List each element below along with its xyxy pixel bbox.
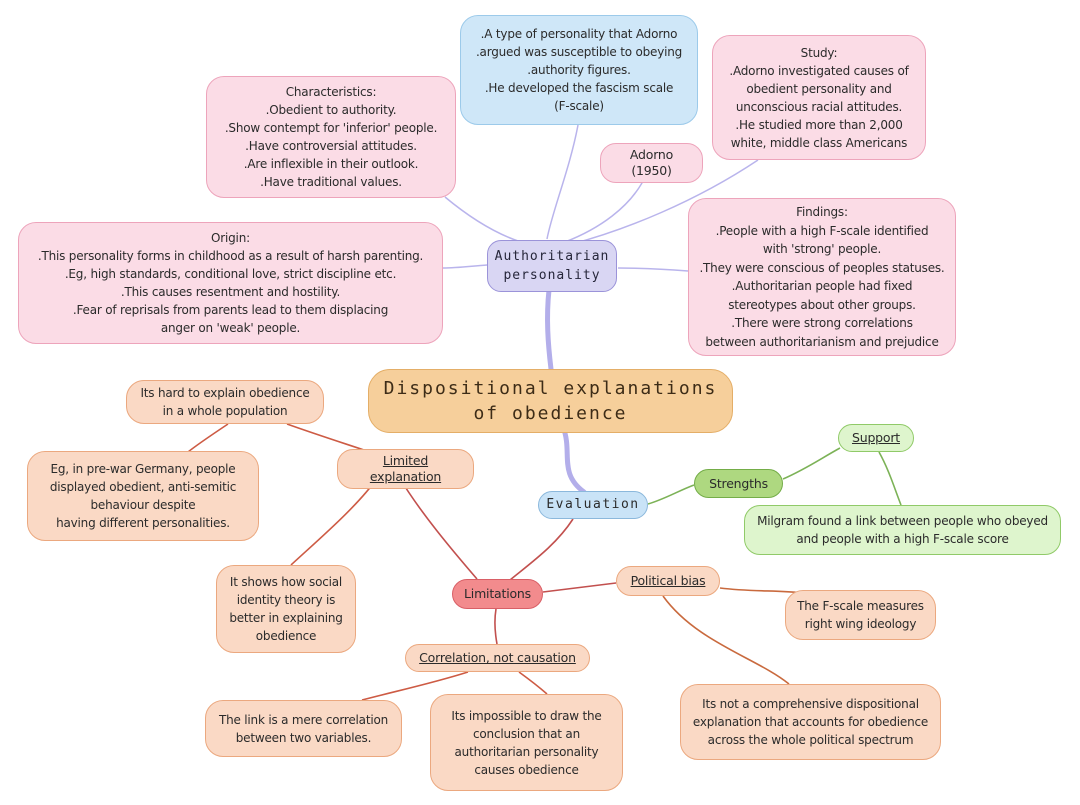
correlation-not-causation-node[interactable]: Correlation, not causation	[405, 644, 590, 672]
authoritarian-personality-node[interactable]: Authoritarian personality	[487, 240, 617, 292]
its-hard-to-explain-node[interactable]: Its hard to explain obedience in a whole…	[126, 380, 324, 424]
wire-political-fscale	[719, 587, 804, 594]
wire-itshard-limited	[286, 423, 365, 451]
wire-title-evaluation	[560, 424, 587, 495]
wire-correlation-impossible	[518, 671, 548, 695]
not-comprehensive-node[interactable]: Its not a comprehensive dispositional ex…	[680, 684, 941, 760]
wire-origin-authoritarian	[442, 264, 488, 269]
wire-limited-itshows	[290, 476, 379, 566]
limitations-node[interactable]: Limitations	[452, 579, 543, 609]
adorno-1950-node[interactable]: Adorno (1950)	[600, 143, 703, 183]
wire-evaluation-limitations	[509, 518, 574, 581]
wire-adorno-desc-authoritarian	[546, 124, 579, 240]
characteristics-node[interactable]: Characteristics: .Obedient to authority.…	[206, 76, 456, 198]
support-node[interactable]: Support	[838, 424, 914, 452]
impossible-conclusion-node[interactable]: Its impossible to draw the conclusion th…	[430, 694, 623, 791]
study-node[interactable]: Study: .Adorno investigated causes of ob…	[712, 35, 926, 160]
findings-node[interactable]: Findings: .People with a high F-scale id…	[688, 198, 956, 356]
wire-political-notcomprehensive	[662, 595, 790, 685]
social-identity-better-node[interactable]: It shows how social identity theory is b…	[216, 565, 356, 653]
wire-itshard-egprewar	[187, 423, 229, 453]
wire-authoritarian-title	[545, 287, 554, 372]
f-scale-right-wing-node[interactable]: The F-scale measures right wing ideology	[785, 590, 936, 640]
wire-evaluation-strengths	[647, 484, 695, 505]
wire-correlation-merecorrelation	[361, 671, 469, 701]
wire-adorno-label-authoritarian	[564, 172, 648, 243]
political-bias-node[interactable]: Political bias	[616, 566, 720, 596]
evaluation-node[interactable]: Evaluation	[538, 491, 648, 519]
limited-explanation-node[interactable]: Limited explanation	[337, 449, 474, 489]
wire-limitations-correlation	[494, 608, 498, 645]
wire-support-milgram	[878, 451, 902, 506]
wire-limited-limitations	[398, 476, 478, 580]
wire-strengths-support	[782, 447, 841, 480]
mere-correlation-node[interactable]: The link is a mere correlation between t…	[205, 700, 402, 757]
milgram-support-node[interactable]: Milgram found a link between people who …	[744, 505, 1061, 555]
central-title-node[interactable]: Dispositional explanations of obedience	[368, 369, 733, 433]
wire-limitations-political	[542, 582, 617, 593]
origin-node[interactable]: Origin: .This personality forms in child…	[18, 222, 443, 344]
adorno-description-node[interactable]: .A type of personality that Adorno .argu…	[460, 15, 698, 125]
wire-study-authoritarian	[571, 159, 759, 245]
wire-findings-authoritarian	[617, 267, 689, 272]
strengths-node[interactable]: Strengths	[694, 469, 783, 498]
eg-prewar-germany-node[interactable]: Eg, in pre-war Germany, people displayed…	[27, 451, 259, 541]
wire-characteristics-authoritarian	[444, 196, 519, 242]
